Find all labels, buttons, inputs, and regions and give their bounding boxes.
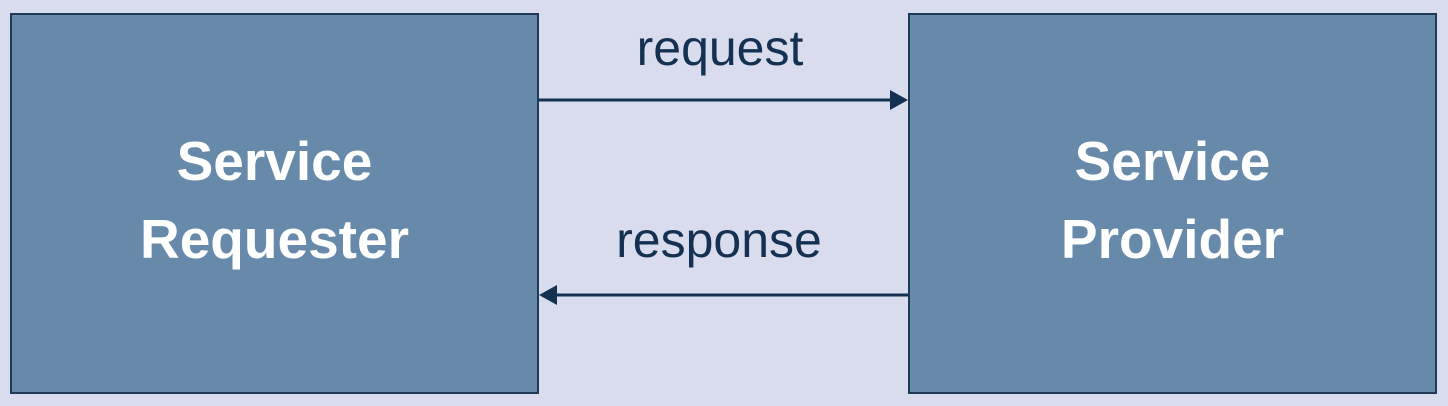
request-arrow-head-icon bbox=[890, 90, 908, 110]
response-arrow-head-icon bbox=[539, 285, 557, 305]
service-requester-line-1: Service bbox=[176, 129, 373, 192]
request-arrow bbox=[539, 90, 908, 110]
response-arrow bbox=[539, 285, 908, 305]
service-requester-line-2: Requester bbox=[140, 207, 409, 270]
response-label: response bbox=[616, 212, 822, 268]
service-requester-title: Service Requester bbox=[140, 122, 409, 278]
service-provider-line-2: Provider bbox=[1060, 207, 1285, 270]
service-provider-line-1: Service bbox=[1074, 129, 1271, 192]
service-requester-box: Service Requester bbox=[10, 13, 539, 394]
service-provider-box: Service Provider bbox=[908, 13, 1437, 394]
service-provider-title: Service Provider bbox=[1061, 122, 1284, 278]
request-label: request bbox=[636, 20, 804, 76]
